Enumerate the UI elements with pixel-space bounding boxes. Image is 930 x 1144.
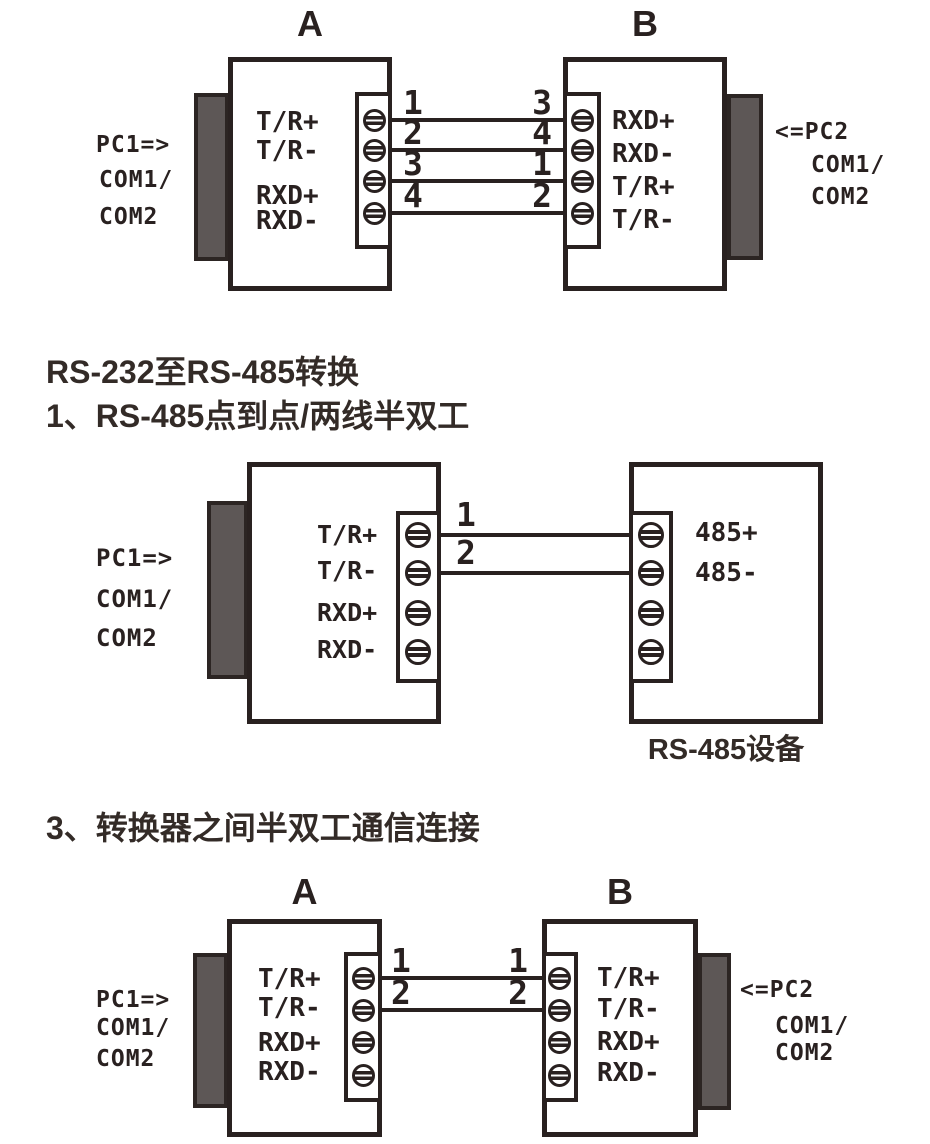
pin-number: 2 <box>456 533 476 572</box>
pin-number: 2 <box>532 176 552 215</box>
screw-terminal-icon <box>352 1064 375 1087</box>
pc1-label: PC1=> <box>96 544 174 572</box>
port-label: RXD- <box>612 139 675 169</box>
wire <box>382 1008 542 1012</box>
pin-number: 4 <box>532 113 552 152</box>
port-label: T/R+ <box>258 964 321 994</box>
pin-number: 3 <box>403 144 423 183</box>
pin-number: 4 <box>403 176 423 215</box>
wire <box>392 148 563 152</box>
screw-terminal-icon <box>548 999 571 1022</box>
wire <box>441 571 629 575</box>
pc2-com1-label: COM1/ <box>775 1013 850 1039</box>
screw-terminal-icon <box>405 639 431 665</box>
port-label: T/R+ <box>256 107 319 137</box>
screw-terminal-icon <box>363 170 386 193</box>
port-label: T/R- <box>317 556 378 585</box>
screw-terminal-icon <box>548 1064 571 1087</box>
pin-number: 1 <box>391 941 411 980</box>
port-label: RXD+ <box>256 181 319 211</box>
wire <box>441 533 629 537</box>
port-label: 485+ <box>695 518 758 548</box>
port-label: T/R- <box>612 205 675 235</box>
item1-title: 1、RS-485点到点/两线半双工 <box>46 398 470 434</box>
port-label: 485- <box>695 558 758 588</box>
port-label: RXD+ <box>597 1027 660 1057</box>
pc1-com2-label: COM2 <box>99 204 159 230</box>
pin-number: 1 <box>532 144 552 183</box>
screw-terminal-icon <box>405 600 431 626</box>
screw-terminal-icon <box>571 139 594 162</box>
pin-number: 2 <box>391 973 411 1012</box>
pc1-com1-label: COM1/ <box>99 167 174 193</box>
screw-terminal-icon <box>352 967 375 990</box>
port-label: T/R- <box>256 136 319 166</box>
screw-terminal-icon <box>571 202 594 225</box>
port-label: RXD- <box>597 1058 660 1088</box>
screw-terminal-icon <box>638 639 664 665</box>
pin-number: 2 <box>508 973 528 1012</box>
screw-terminal-icon <box>638 560 664 586</box>
port-label: RXD- <box>256 206 319 236</box>
db9-connector-right <box>727 94 763 260</box>
pc2-label: <=PC2 <box>775 119 850 145</box>
wire <box>392 118 563 122</box>
screw-terminal-icon <box>571 109 594 132</box>
pc1-com1-label: COM1/ <box>96 1015 171 1041</box>
item3-title: 3、转换器之间半双工通信连接 <box>46 810 480 846</box>
screw-terminal-icon <box>548 1031 571 1054</box>
wire <box>392 179 563 183</box>
screw-terminal-icon <box>363 139 386 162</box>
pin-number: 1 <box>508 941 528 980</box>
pc1-com2-label: COM2 <box>96 1046 156 1072</box>
screw-terminal-icon <box>548 967 571 990</box>
section-title: RS-232至RS-485转换 <box>46 354 360 390</box>
wire <box>392 211 563 215</box>
wire <box>382 976 542 980</box>
screw-terminal-icon <box>352 999 375 1022</box>
screw-terminal-icon <box>405 522 431 548</box>
device-a-title: A <box>297 3 323 44</box>
port-label: RXD+ <box>258 1028 321 1058</box>
device-b-title: B <box>607 871 633 912</box>
pin-number: 2 <box>403 113 423 152</box>
port-label: T/R- <box>258 993 321 1023</box>
pin-number: 3 <box>532 83 552 122</box>
pc2-com2-label: COM2 <box>811 184 871 210</box>
screw-terminal-icon <box>363 202 386 225</box>
port-label: T/R+ <box>597 963 660 993</box>
pc1-com1-label: COM1/ <box>96 585 174 613</box>
port-label: RXD+ <box>612 106 675 136</box>
pc1-label: PC1=> <box>96 987 171 1013</box>
db9-connector-right <box>698 953 731 1110</box>
db9-connector-left <box>193 953 228 1108</box>
pc2-com1-label: COM1/ <box>811 152 886 178</box>
db9-connector-left <box>194 93 229 261</box>
pc2-label: <=PC2 <box>740 977 815 1003</box>
pin-number: 1 <box>403 83 423 122</box>
screw-terminal-icon <box>638 522 664 548</box>
port-label: RXD+ <box>317 598 378 627</box>
device-a-title: A <box>291 871 318 912</box>
pc2-com2-label: COM2 <box>775 1040 835 1066</box>
screw-terminal-icon <box>352 1031 375 1054</box>
port-label: T/R+ <box>612 172 675 202</box>
port-label: RXD- <box>317 635 378 664</box>
pc1-com2-label: COM2 <box>96 624 158 652</box>
screw-terminal-icon <box>363 109 386 132</box>
screw-terminal-icon <box>638 600 664 626</box>
rs485-device-caption: RS-485设备 <box>647 734 805 766</box>
device-b-title: B <box>632 3 658 44</box>
port-label: T/R+ <box>317 520 378 549</box>
pc1-label: PC1=> <box>96 132 171 158</box>
db9-connector-left <box>207 501 248 679</box>
screw-terminal-icon <box>571 170 594 193</box>
port-label: T/R- <box>597 994 660 1024</box>
screw-terminal-icon <box>405 560 431 586</box>
pin-number: 1 <box>456 495 476 534</box>
port-label: RXD- <box>258 1057 321 1087</box>
